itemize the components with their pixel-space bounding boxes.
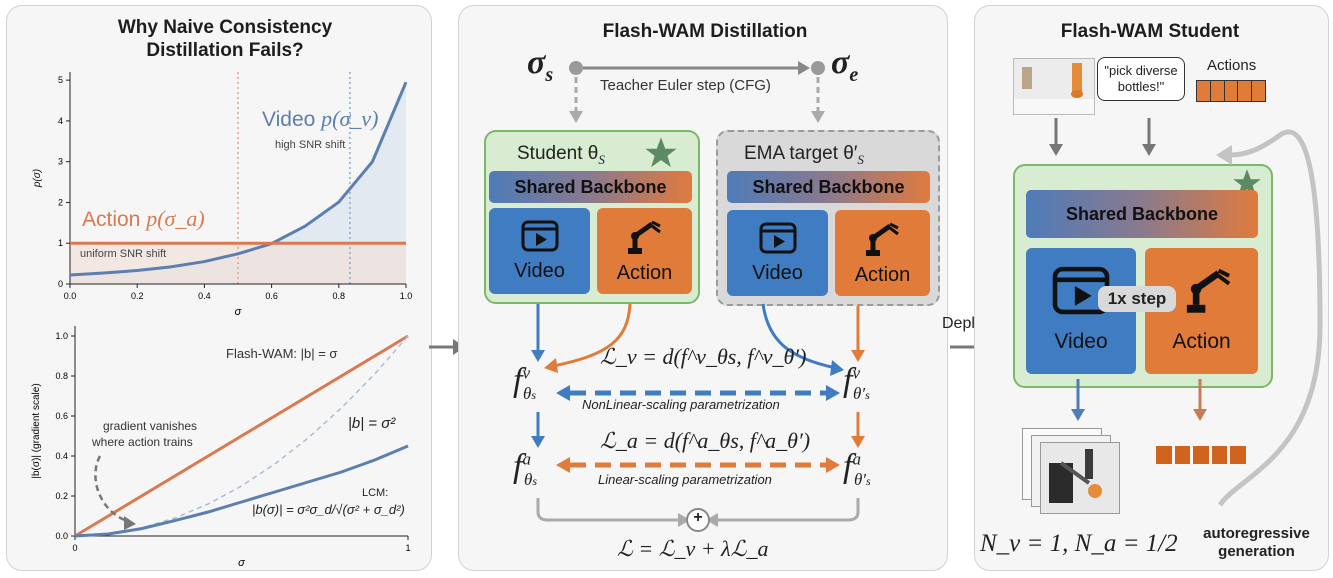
chart-svg-top: 0.0 0.2 0.4 0.6 0.8 1.0 0 1 2 3 4 5 p(σ) σ Video p(σ_v…	[32, 72, 412, 318]
bottom-chart: 0 1 0.0 0.2 0.4 0.6 0.8 1.0 |b(σ)| (gradient sca…	[31, 326, 411, 569]
y-axis-label: p(σ)	[32, 169, 43, 188]
vanish-note-line-2: where action trains	[91, 435, 193, 449]
y-tick-label: 5	[58, 75, 63, 85]
vanish-note-line-1: gradient vanishes	[103, 419, 197, 433]
robot-arm-icon	[628, 220, 661, 254]
one-step-badge: 1x step	[1098, 286, 1176, 312]
robot-scene-icon	[1049, 449, 1102, 503]
y-tick-label: 0.4	[55, 451, 68, 461]
action-series-label: Action p(σ_a)	[82, 206, 205, 231]
observation-thumbnail	[1013, 58, 1095, 115]
ema-video-block: Video	[727, 210, 828, 296]
video-series-label: Video p(σ_v)	[262, 106, 378, 131]
y-axis-label: |b(σ)| (gradient scale)	[31, 383, 42, 478]
f-a-student: faθs	[513, 448, 537, 489]
loss-a: ℒ_a = d(f^a_θs, f^a_θ′)	[600, 428, 811, 453]
actions-label: Actions	[1207, 57, 1257, 74]
video-area	[70, 82, 406, 284]
bottles-scene-icon	[1014, 63, 1094, 114]
linear-note: Linear-scaling parametrization	[598, 472, 772, 487]
x-tick-label: 0.8	[333, 291, 346, 301]
vanish-arrow	[94, 455, 131, 524]
y-tick-label: 0.8	[55, 371, 68, 381]
loss-v: ℒ_v = d(f^v_θs, f^v_θ′)	[600, 344, 807, 369]
y-tick-label: 0.0	[55, 531, 68, 541]
vanish-arrow-head	[124, 516, 136, 530]
series-line-2	[74, 444, 409, 538]
chart-svg-bottom: 0 1 0.0 0.2 0.4 0.6 0.8 1.0 |b(σ)| (gradient sca…	[31, 326, 411, 569]
autoregressive-loop-arrow	[1216, 129, 1323, 507]
instruction-bubble: "pick diverse bottles!"	[1097, 57, 1185, 101]
plus-symbol: +	[693, 509, 703, 526]
y-tick-label: 0.2	[55, 491, 68, 501]
generated-action-tokens	[1156, 446, 1246, 464]
action-tokens-input	[1196, 80, 1266, 102]
robot-arm-icon	[866, 222, 899, 256]
student-video-block: Video	[489, 208, 590, 294]
input-arrows	[1049, 118, 1156, 156]
y-tick-label: 4	[58, 116, 63, 126]
total-loss: ℒ = ℒ_v + λℒ_a	[617, 536, 769, 561]
y-tick-label: 2	[58, 197, 63, 207]
lcm-formula: |b(σ)| = σ²σ_d/√(σ² + σ_d²)	[252, 502, 405, 517]
star-icon	[1233, 169, 1261, 196]
ema-action-block: Action	[835, 210, 930, 296]
student-backbone: Shared Backbone	[489, 171, 692, 203]
top-chart: 0.0 0.2 0.4 0.6 0.8 1.0 0 1 2 3 4 5 p(σ) σ Video p(σ_v…	[32, 72, 412, 318]
student-action-block: Action	[597, 208, 692, 294]
ema-title: EMA target θ′S	[744, 143, 864, 167]
sigma-squared-label: |b| = σ²	[348, 415, 396, 432]
teacher-step-label: Teacher Euler step (CFG)	[600, 77, 771, 94]
x-tick-label: 0.4	[198, 291, 211, 301]
star-icon	[645, 137, 677, 168]
left-panel	[6, 5, 432, 571]
video-note: high SNR shift	[275, 139, 345, 151]
flash-wam-label: Flash-WAM: |b| = σ	[226, 346, 337, 361]
student-title: Student θS	[517, 143, 605, 167]
x-tick-label: 1.0	[400, 291, 413, 301]
distillation-arrows	[531, 303, 865, 532]
generated-frames	[1022, 428, 1122, 518]
y-tick-label: 0	[58, 279, 63, 289]
x-axis-label: σ	[238, 557, 245, 569]
middle-panel-title: Flash-WAM Distillation	[602, 21, 808, 42]
f-v-ema: fvθ′s	[843, 362, 870, 403]
deployed-backbone: Shared Backbone	[1026, 190, 1258, 238]
x-tick-label: 0.2	[131, 291, 144, 301]
y-tick-label: 1	[58, 238, 63, 248]
right-panel-title: Flash-WAM Student	[1060, 21, 1240, 42]
video-clip-icon	[521, 220, 559, 252]
x-tick-label: 0.6	[265, 291, 278, 301]
sigma-e: σe	[831, 44, 859, 86]
x-tick-label: 0	[72, 543, 77, 553]
sigma-s: σs	[527, 44, 554, 86]
autoregressive-label: autoregressive generation	[1203, 525, 1310, 560]
x-tick-label: 1	[405, 543, 410, 553]
y-tick-label: 0.6	[55, 411, 68, 421]
f-v-student: fvθs	[513, 362, 537, 403]
video-clip-icon	[759, 222, 797, 254]
teacher-step-arrows	[569, 61, 825, 123]
y-tick-label: 3	[58, 157, 63, 167]
step-counts: N_v = 1, N_a = 1/2	[980, 530, 1178, 557]
f-a-ema: faθ′s	[843, 448, 871, 489]
y-tick-label: 1.0	[55, 331, 68, 341]
output-arrows	[1071, 379, 1207, 421]
x-tick-label: 0.0	[64, 291, 77, 301]
x-axis-label: σ	[235, 306, 242, 318]
action-note: uniform SNR shift	[80, 248, 166, 260]
robot-arm-icon	[1186, 268, 1231, 313]
lcm-label: LCM:	[362, 487, 388, 499]
nonlinear-note: NonLinear-scaling parametrization	[582, 397, 780, 412]
deployed-video-block: Video	[1026, 248, 1136, 374]
video-series-line	[69, 81, 408, 277]
left-panel-title: Why Naive Consistency Distillation Fails…	[117, 17, 333, 61]
ema-backbone: Shared Backbone	[727, 171, 930, 203]
series-line-0	[74, 334, 409, 538]
